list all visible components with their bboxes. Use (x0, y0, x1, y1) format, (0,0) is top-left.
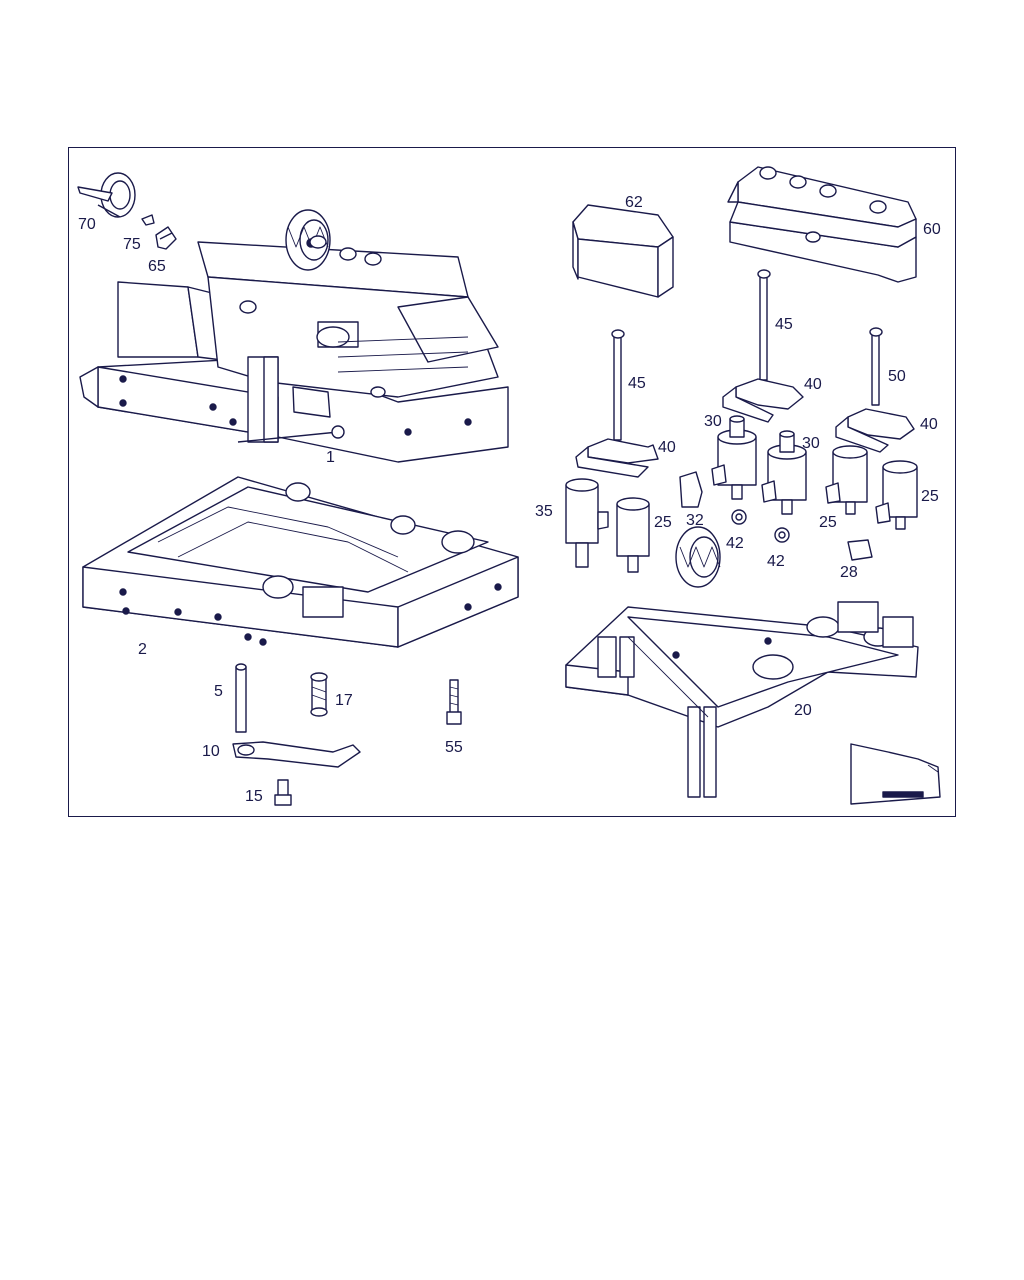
part-1-valve-body-assembly (79, 209, 509, 463)
callout-55: 55 (445, 739, 463, 756)
callout-75: 75 (123, 236, 141, 253)
callout-25-middle: 25 (819, 514, 837, 531)
callout-32: 32 (686, 512, 704, 529)
callout-35: 35 (535, 503, 553, 520)
part-32-connector (679, 471, 703, 508)
callout-70: 70 (78, 216, 96, 233)
callout-5: 5 (214, 683, 223, 700)
callout-62: 62 (625, 194, 643, 211)
part-5-pin (235, 663, 247, 733)
callout-2: 2 (138, 641, 147, 658)
part-42-plug-left (731, 509, 747, 525)
callout-40-middle: 40 (804, 376, 822, 393)
callout-25-right: 25 (921, 488, 939, 505)
part-65-clip (155, 226, 177, 250)
callout-40-left: 40 (658, 439, 676, 456)
part-55-bolt (446, 679, 462, 725)
part-25-solenoid-right-b (875, 460, 918, 530)
part-20-carrier (565, 526, 919, 798)
callout-42-left: 42 (726, 535, 744, 552)
callout-1: 1 (326, 449, 335, 466)
part-45-bolt-left (611, 329, 625, 441)
part-28-plug (847, 539, 873, 561)
callout-25-left: 25 (654, 514, 672, 531)
callout-15: 15 (245, 788, 263, 805)
parts-drawing (77, 166, 941, 806)
callout-20: 20 (794, 702, 812, 719)
part-35-solenoid (565, 478, 609, 568)
part-17-spring (310, 672, 328, 717)
part-25-solenoid-right-a (825, 445, 868, 515)
part-30-solenoid-right (761, 430, 807, 515)
part-50-bolt (869, 327, 883, 406)
callout-42-right: 42 (767, 553, 785, 570)
part-2-valve-body (82, 476, 519, 648)
part-30-solenoid-left (711, 415, 757, 500)
part-40-bracket-middle (722, 378, 804, 423)
callout-60: 60 (923, 221, 941, 238)
part-15-screw (274, 779, 292, 806)
part-75-pin (141, 214, 155, 226)
part-40-bracket-right (835, 408, 915, 453)
part-60-conductor-plate (727, 166, 917, 283)
callout-28: 28 (840, 564, 858, 581)
part-62-block (572, 204, 674, 298)
part-25-solenoid-left (616, 497, 650, 573)
exploded-parts-diagram: 70 75 65 1 2 5 17 55 10 15 62 60 45 45 5… (68, 147, 956, 817)
callout-30-right: 30 (802, 435, 820, 452)
callout-40-right: 40 (920, 416, 938, 433)
callout-45-right: 45 (775, 316, 793, 333)
part-42-plug-right (774, 527, 790, 543)
location-thumbnail (850, 743, 941, 805)
callout-17: 17 (335, 692, 353, 709)
part-45-bolt-right (757, 269, 771, 381)
callout-30-left: 30 (704, 413, 722, 430)
part-40-bracket-left (575, 438, 659, 478)
part-10-lever (232, 741, 361, 768)
callout-45-left: 45 (628, 375, 646, 392)
callout-10: 10 (202, 743, 220, 760)
part-70-cap (77, 172, 136, 218)
callout-50: 50 (888, 368, 906, 385)
callout-65: 65 (148, 258, 166, 275)
diagram-border (68, 147, 956, 817)
